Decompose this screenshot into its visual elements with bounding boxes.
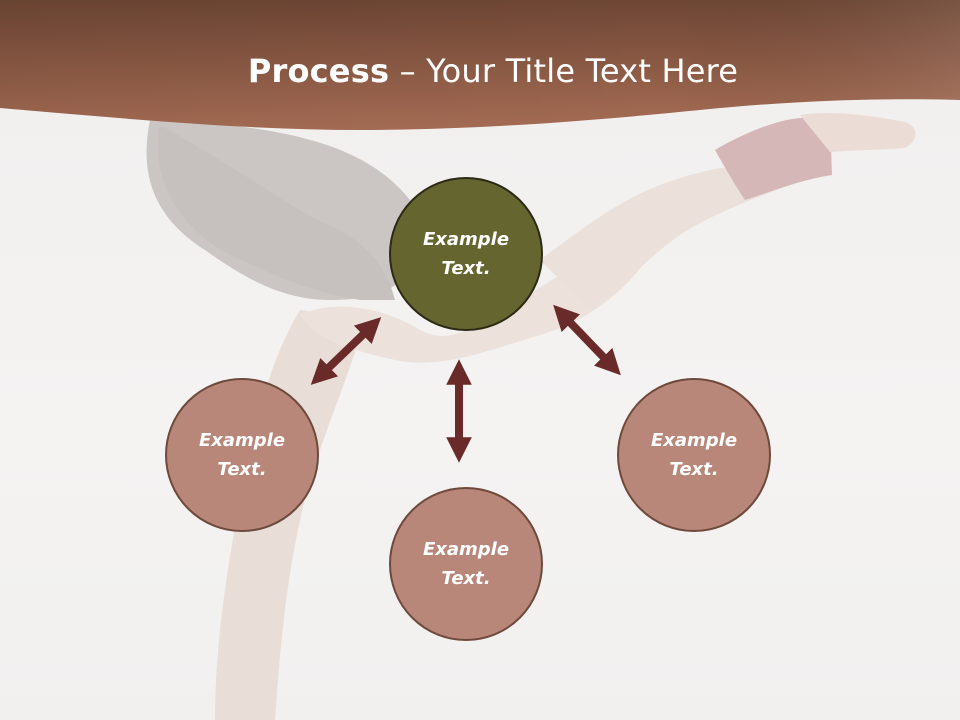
title-rest: – Your Title Text Here [389,52,739,90]
center-node: Example Text. [389,177,543,331]
title-bold: Process [247,52,390,90]
bottom-node: Example Text. [389,487,543,641]
center-node-label: Example Text. [422,229,510,279]
bottom-node-label: Example Text. [422,539,510,589]
right-node: Example Text. [617,378,771,532]
left-node: Example Text. [165,378,319,532]
left-node-label: Example Text. [198,430,286,480]
right-node-label: Example Text. [650,430,738,480]
header-banner [0,0,960,130]
slide-title: Process – Your Title Text Here [0,52,960,90]
